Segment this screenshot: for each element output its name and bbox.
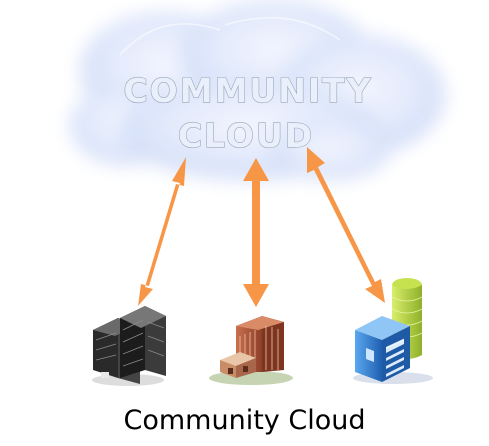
arrow-left (138, 157, 186, 306)
cloud-title-line2: CLOUD (178, 116, 314, 155)
cloud-title-line1: COMMUNITY (123, 71, 372, 110)
office-building-dark-icon (92, 306, 166, 386)
cloud-shape (70, 0, 445, 180)
office-building-blue-icon (353, 278, 433, 384)
office-building-red-icon (209, 316, 293, 385)
arrow-right (307, 147, 385, 303)
arrow-middle (243, 158, 269, 307)
diagram-caption: Community Cloud (123, 405, 366, 436)
